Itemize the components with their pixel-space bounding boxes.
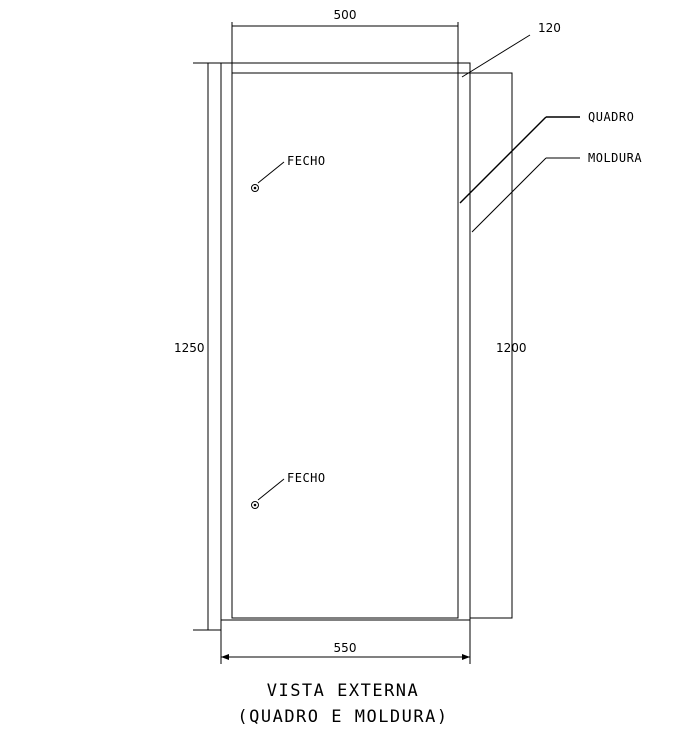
dimension-120-label: 120 [538, 21, 561, 35]
caption: VISTA EXTERNA (QUADRO E MOLDURA) [237, 681, 448, 727]
dimension-bottom-550-label: 550 [334, 641, 357, 655]
fecho-bottom: FECHO [251, 471, 326, 509]
dimension-right-1200: 1200 [496, 341, 527, 355]
dimension-top-500-label: 500 [334, 8, 357, 22]
dimension-bottom-550: 550 [220, 620, 471, 664]
dimension-left-1250: 1250 [174, 62, 221, 631]
caption-line2: (QUADRO E MOLDURA) [237, 707, 448, 727]
moldura-outline [220, 62, 471, 621]
dimension-top-500: 500 [231, 8, 459, 90]
dimension-right-1200-label: 1200 [496, 341, 527, 355]
caption-line1: VISTA EXTERNA [267, 681, 420, 701]
moldura-leader: MOLDURA [471, 151, 642, 233]
quadro-leader: QUADRO [459, 110, 634, 204]
fecho-top: FECHO [251, 154, 326, 192]
quadro-outline [231, 72, 459, 619]
fecho-bottom-label: FECHO [287, 471, 326, 485]
moldura-label: MOLDURA [588, 151, 642, 165]
fecho-top-label: FECHO [287, 154, 326, 168]
dimension-left-1250-label: 1250 [174, 341, 205, 355]
dimension-120: 120 [461, 21, 561, 78]
fecho-bottom-icon [251, 501, 259, 509]
quadro-label: QUADRO [588, 110, 634, 124]
fecho-top-icon [251, 184, 259, 192]
right-offset-outline [458, 72, 513, 619]
